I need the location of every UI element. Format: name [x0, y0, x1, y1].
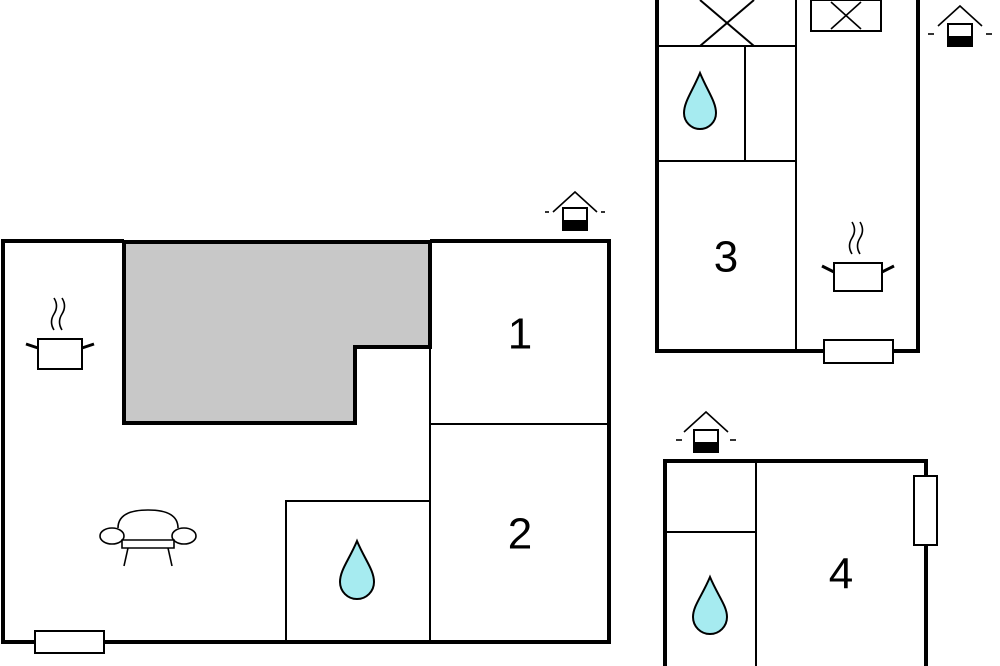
kitchen-icon [25, 297, 95, 370]
window-icon [34, 630, 105, 654]
ground-floor-plan: 1 2 [1, 190, 611, 654]
room-number-4: 4 [829, 550, 853, 599]
bathroom-drop-icon [338, 538, 376, 600]
entrance-icon [928, 4, 992, 47]
sofa-icon [99, 509, 197, 567]
lower-right-unit-plan: 4 [663, 410, 938, 666]
upper-unit-outer-wall [655, 0, 920, 353]
skylight-icon [810, 0, 882, 32]
bathroom-drop-icon [691, 574, 729, 635]
terrace-area [122, 240, 432, 425]
kitchen-icon [821, 221, 895, 292]
ground-floor-outer-wall [1, 239, 611, 644]
room-number-2: 2 [508, 510, 532, 559]
lower-unit-outer-wall [663, 459, 928, 666]
skylight-icon [699, 0, 755, 47]
entrance-icon [545, 190, 605, 231]
window-icon [913, 475, 938, 546]
room-number-1: 1 [508, 310, 532, 359]
entrance-icon [676, 410, 736, 453]
bathroom-drop-icon [682, 70, 718, 130]
upper-right-unit-plan: 3 [655, 0, 992, 364]
room-number-3: 3 [714, 233, 738, 282]
window-icon [823, 339, 894, 364]
bathroom-wall [285, 500, 430, 642]
